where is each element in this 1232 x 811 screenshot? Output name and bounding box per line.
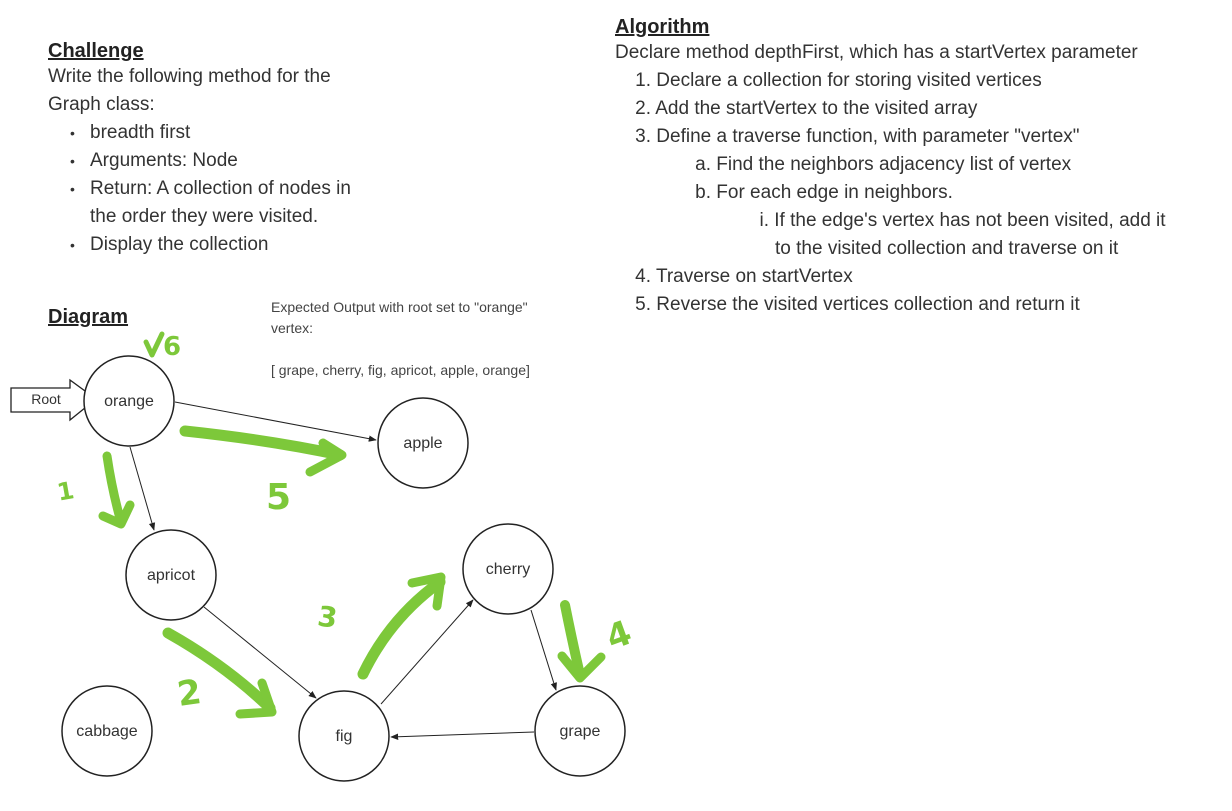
step-arrow-2 bbox=[162, 627, 276, 714]
step-number-6: 6 bbox=[163, 332, 181, 362]
expected-output-line2: vertex: bbox=[271, 320, 314, 336]
step-number-1: 1 bbox=[55, 476, 76, 506]
step-marker: 1. bbox=[635, 70, 651, 91]
step-arrow-3 bbox=[357, 576, 446, 680]
node-label-apple: apple bbox=[403, 435, 442, 452]
step-arrow-2-head bbox=[235, 678, 277, 719]
step-text: Define a traverse function, with paramet… bbox=[656, 126, 1080, 147]
expected-output-block: Expected Output with root set to "orange… bbox=[271, 297, 571, 381]
algorithm-substep: b. For each edge in neighbors. bbox=[615, 179, 1225, 207]
challenge-bullet-list: breadth first Arguments: Node Return: A … bbox=[48, 119, 388, 259]
algorithm-step: 2. Add the startVertex to the visited ar… bbox=[615, 95, 1225, 123]
challenge-heading: Challenge bbox=[48, 40, 144, 62]
step-text: If the edge's vertex has not been visite… bbox=[774, 210, 1166, 231]
algorithm-step: 5. Reverse the visited vertices collecti… bbox=[615, 291, 1225, 319]
node-apple: apple bbox=[377, 397, 469, 489]
node-label-apricot: apricot bbox=[147, 567, 196, 584]
edge-grape-fig bbox=[390, 731, 535, 740]
diagram-heading: Diagram bbox=[48, 306, 129, 328]
algorithm-section: Algorithm Declare method depthFirst, whi… bbox=[615, 16, 1225, 319]
root-arrow-icon bbox=[10, 378, 98, 422]
algorithm-heading: Algorithm bbox=[615, 16, 710, 38]
node-label-fig: fig bbox=[336, 728, 353, 745]
node-cherry: cherry bbox=[462, 523, 554, 615]
edge-orange-apple bbox=[174, 401, 377, 442]
edge-cherry-grape bbox=[530, 609, 557, 691]
step-marker: 4. bbox=[635, 266, 651, 287]
node-orange: orange bbox=[83, 355, 175, 447]
step-arrow-3-head bbox=[407, 572, 446, 611]
step-arrow-6-mark bbox=[143, 331, 165, 358]
step-text: Add the startVertex to the visited array bbox=[655, 98, 978, 119]
bullet-item: breadth first bbox=[70, 119, 388, 147]
step-marker: b. bbox=[695, 182, 711, 203]
step-arrow-1-head bbox=[98, 500, 135, 529]
bullet-item: Arguments: Node bbox=[70, 147, 388, 175]
root-label: Root bbox=[31, 391, 61, 407]
bullet-item-continuation: the order they were visited. bbox=[90, 206, 319, 227]
algorithm-intro: Declare method depthFirst, which has a s… bbox=[615, 42, 1138, 63]
node-label-cherry: cherry bbox=[486, 561, 530, 578]
algorithm-step: 1. Declare a collection for storing visi… bbox=[615, 67, 1225, 95]
algorithm-step: 4. Traverse on startVertex bbox=[615, 263, 1225, 291]
step-number-4: 4 bbox=[601, 613, 637, 659]
node-cabbage: cabbage bbox=[61, 685, 153, 777]
step-marker: i. bbox=[759, 210, 770, 231]
step-text: Traverse on startVertex bbox=[655, 266, 853, 287]
edge-fig-cherry bbox=[380, 599, 474, 705]
step-arrow-4-head bbox=[557, 651, 606, 683]
step-marker: 3. bbox=[635, 126, 651, 147]
node-label-grape: grape bbox=[560, 723, 601, 740]
step-arrow-5-head bbox=[305, 438, 347, 477]
algorithm-substep: a. Find the neighbors adjacency list of … bbox=[615, 151, 1225, 179]
challenge-text-line1: Write the following method for the bbox=[48, 66, 331, 87]
node-grape: grape bbox=[534, 685, 626, 777]
algorithm-subsubstep: i. If the edge's vertex has not been vis… bbox=[615, 207, 1225, 235]
step-marker: 5. bbox=[635, 294, 651, 315]
step-text: Declare a collection for storing visited… bbox=[656, 70, 1042, 91]
step-arrow-5 bbox=[179, 425, 346, 461]
edge-orange-apricot bbox=[129, 446, 156, 531]
edge-apricot-fig bbox=[203, 606, 317, 699]
challenge-section: Challenge Write the following method for… bbox=[48, 40, 388, 259]
node-label-cabbage: cabbage bbox=[76, 723, 137, 740]
algorithm-subsubstep-continuation: to the visited collection and traverse o… bbox=[615, 235, 1225, 263]
step-text: For each edge in neighbors. bbox=[716, 182, 953, 203]
step-number-3: 3 bbox=[315, 599, 339, 634]
step-arrow-4 bbox=[560, 600, 585, 680]
expected-output-line1: Expected Output with root set to "orange… bbox=[271, 299, 528, 315]
step-text: Find the neighbors adjacency list of ver… bbox=[716, 154, 1072, 175]
bullet-item: Return: A collection of nodes in bbox=[70, 175, 388, 203]
step-text: Reverse the visited vertices collection … bbox=[656, 294, 1080, 315]
node-label-orange: orange bbox=[104, 393, 154, 410]
step-number-5: 5 bbox=[266, 477, 291, 518]
step-marker: 2. bbox=[635, 98, 651, 119]
node-fig: fig bbox=[298, 690, 390, 782]
step-marker: a. bbox=[695, 154, 711, 175]
challenge-text-line2: Graph class: bbox=[48, 94, 155, 115]
step-arrow-1 bbox=[102, 451, 126, 527]
algorithm-step: 3. Define a traverse function, with para… bbox=[615, 123, 1225, 151]
step-text: to the visited collection and traverse o… bbox=[775, 238, 1119, 259]
step-number-2: 2 bbox=[175, 672, 204, 715]
expected-output-value: [ grape, cherry, fig, apricot, apple, or… bbox=[271, 362, 530, 378]
node-apricot: apricot bbox=[125, 529, 217, 621]
bullet-item: Display the collection bbox=[70, 231, 388, 259]
